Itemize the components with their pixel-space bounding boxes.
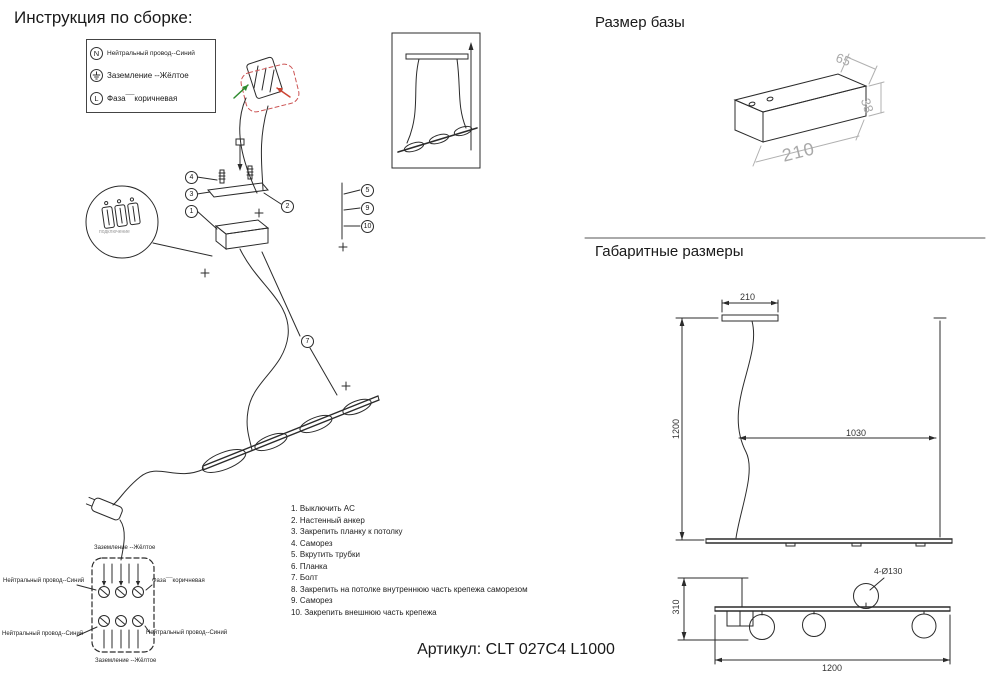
callout-5: 5: [361, 184, 374, 197]
connection-detail-circle: [85, 185, 213, 259]
overall-dimensions-title: Габаритные размеры: [595, 243, 744, 260]
fixture-height-dim: 310: [671, 599, 681, 615]
step-item: 5. Вкрутить трубки: [291, 550, 360, 559]
neutral-symbol: N: [90, 46, 103, 60]
overall-side-view: [675, 299, 953, 547]
step-item: 8. Закрепить на потолке внутреннюю часть…: [291, 584, 528, 594]
assembly-title: Инструкция по сборке:: [14, 8, 193, 27]
detail-caption: подключение: [99, 229, 130, 235]
phase-symbol: L: [90, 92, 103, 106]
terminal-connector-detail: [233, 56, 300, 194]
callout-10: 10: [361, 220, 374, 233]
callout-9: 9: [361, 202, 374, 215]
phase-wire-label: Фаза¯¯коричневая: [107, 94, 178, 104]
ground-bottom-label: Заземление --Жёлтое: [95, 658, 157, 664]
base-size-title: Размер базы: [595, 14, 685, 31]
step-item: 7. Болт: [291, 573, 318, 582]
legend-row-ground: Заземление --Жёлтое: [90, 69, 212, 83]
step-item: 1. Выключить AC: [291, 504, 355, 513]
assembly-diagram: [112, 138, 380, 506]
neutral-wire-label: Нейтральный провод--Синий: [107, 49, 195, 57]
article-number: Артикул: CLT 027C4 L1000: [417, 641, 615, 658]
earth-ground-icon: [90, 69, 103, 83]
step-item: 3. Закрепить планку к потолку: [291, 527, 403, 536]
canopy-width-dim: 210: [740, 292, 756, 302]
neutral-bottom-left-label: Нейтральный провод--Синий: [2, 631, 84, 637]
total-length-dim: 1200: [821, 663, 843, 673]
callout-2: 2: [281, 200, 294, 213]
base-size-drawing: [733, 53, 885, 167]
drop-height-dim: 1200: [671, 418, 681, 440]
step-item: 10. Закрепить внешнюю часть крепежа: [291, 607, 437, 617]
ring-diameter-dim: 4-Ø130: [874, 566, 903, 576]
step-item: 2. Настенный анкер: [291, 515, 365, 525]
assembled-view-box: [391, 32, 481, 169]
ground-wire-label: Заземление --Жёлтое: [107, 71, 189, 81]
step-item: 6. Планка: [291, 561, 328, 571]
phase-right-label: Фаза¯¯коричневая: [152, 578, 205, 584]
neutral-bottom-right-label: Нейтральный провод--Синий: [146, 630, 228, 636]
callout-7: 7: [301, 335, 314, 348]
wiring-detail: [76, 496, 155, 653]
assembly-steps-list: 1. Выключить AC 2. Настенный анкер 3. За…: [291, 503, 528, 618]
neutral-left-label: Нейтральный провод--Синий: [3, 578, 85, 584]
wire-legend-box: N Нейтральный провод--Синий Заземление -…: [86, 39, 216, 113]
step-item: 4. Саморез: [291, 538, 333, 548]
legend-row-neutral: N Нейтральный провод--Синий: [90, 46, 212, 60]
step-item: 9. Саморез: [291, 596, 333, 605]
callout-4: 4: [185, 171, 198, 184]
ground-top-label: Заземление --Жёлтое: [94, 545, 156, 551]
callout-3: 3: [185, 188, 198, 201]
bar-span-dim: 1030: [846, 428, 867, 438]
overall-front-view: [677, 577, 951, 665]
legend-row-phase: L Фаза¯¯коричневая: [90, 92, 212, 106]
callout-1: 1: [185, 205, 198, 218]
